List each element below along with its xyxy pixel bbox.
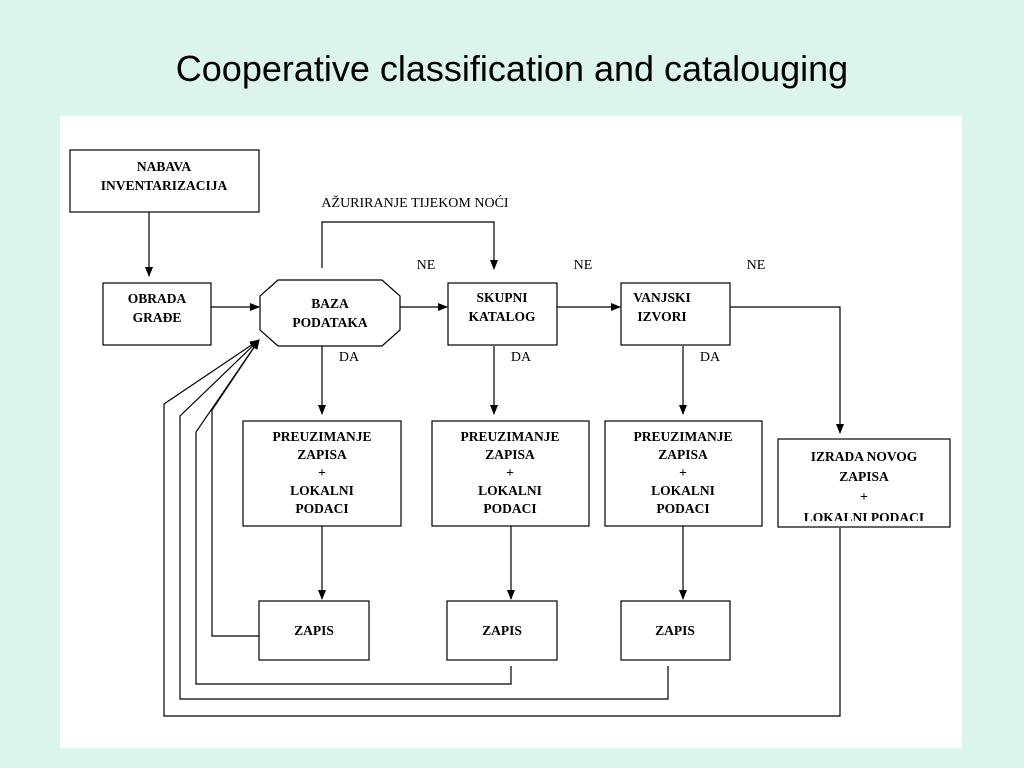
izrada-line-2: ZAPISA [839, 469, 889, 484]
arrow-nightly-update [321, 221, 498, 270]
vanjski-line-1: VANJSKI [633, 290, 691, 305]
node-zapis-1: ZAPIS [258, 600, 370, 661]
izrada-line-3: + [860, 489, 868, 504]
skupni-line-2: KATALOG [468, 309, 536, 324]
node-nabava: NABAVA INVENTARIZACIJA [69, 149, 260, 213]
node-vanjski: VANJSKI IZVORI [620, 282, 731, 346]
node-preuzimanje-3: PREUZIMANJE ZAPISA + LOKALNI PODACI [604, 420, 763, 527]
yes-label-3: DA [700, 350, 721, 365]
node-zapis-2: ZAPIS [446, 600, 558, 661]
baza-line-1: BAZA [311, 296, 349, 311]
obrada-line-1: OBRADA [128, 291, 187, 306]
preuzimanje-2-line-5: PODACI [483, 501, 536, 516]
vanjski-line-2: IZVORI [637, 309, 686, 324]
zapis-2-label: ZAPIS [482, 623, 522, 638]
preuzimanje-3-line-5: PODACI [656, 501, 709, 516]
preuzimanje-2-line-3: + [506, 465, 514, 480]
baza-line-2: PODATAKA [292, 315, 367, 330]
no-label-3: NE [747, 258, 766, 273]
preuzimanje-3-line-4: LOKALNI [651, 483, 715, 498]
node-preuzimanje-1: PREUZIMANJE ZAPISA + LOKALNI PODACI [242, 420, 402, 527]
preuzimanje-2-line-2: ZAPISA [485, 447, 535, 462]
preuzimanje-2-line-4: LOKALNI [478, 483, 542, 498]
nabava-line-1: NABAVA [137, 159, 192, 174]
preuzimanje-3-line-1: PREUZIMANJE [633, 429, 732, 444]
node-obrada: OBRADA GRAĐE [102, 282, 212, 346]
arrow-vanjski-to-izrada [730, 306, 844, 434]
feedback-izrada-to-baza [163, 339, 841, 717]
preuzimanje-3-line-2: ZAPISA [658, 447, 708, 462]
izrada-text-clip: IZRADA NOVOG ZAPISA + LOKALNI PODACI [804, 449, 924, 525]
preuzimanje-2-line-1: PREUZIMANJE [460, 429, 559, 444]
zapis-1-label: ZAPIS [294, 623, 334, 638]
feedback-zapis3-to-baza [179, 339, 669, 700]
nightly-update-label: AŽURIRANJE TIJEKOM NOĆI [321, 194, 509, 211]
nabava-line-2: INVENTARIZACIJA [101, 178, 228, 193]
zapis-3-label: ZAPIS [655, 623, 695, 638]
no-label-2: NE [574, 258, 593, 273]
slide-title: Cooperative classification and catalougi… [175, 48, 849, 89]
node-skupni: SKUPNI KATALOG [447, 282, 558, 346]
izrada-line-1: IZRADA NOVOG [811, 449, 918, 464]
connectors [145, 212, 844, 717]
preuzimanje-1-line-1: PREUZIMANJE [272, 429, 371, 444]
yes-label-2: DA [511, 350, 532, 365]
skupni-line-1: SKUPNI [476, 290, 527, 305]
preuzimanje-1-line-3: + [318, 465, 326, 480]
yes-label-1: DA [339, 350, 360, 365]
node-baza: BAZA PODATAKA [259, 279, 401, 347]
izrada-line-4: LOKALNI PODACI [804, 510, 924, 525]
node-preuzimanje-2: PREUZIMANJE ZAPISA + LOKALNI PODACI [431, 420, 590, 527]
node-zapis-3: ZAPIS [620, 600, 731, 661]
obrada-line-2: GRAĐE [133, 310, 182, 325]
preuzimanje-1-line-5: PODACI [295, 501, 348, 516]
preuzimanje-1-line-2: ZAPISA [297, 447, 347, 462]
preuzimanje-1-line-4: LOKALNI [290, 483, 354, 498]
preuzimanje-3-line-3: + [679, 465, 687, 480]
node-izrada: IZRADA NOVOG ZAPISA + LOKALNI PODACI [777, 438, 951, 528]
feedback-zapis2-to-baza [195, 339, 512, 685]
no-label-1: NE [417, 258, 436, 273]
